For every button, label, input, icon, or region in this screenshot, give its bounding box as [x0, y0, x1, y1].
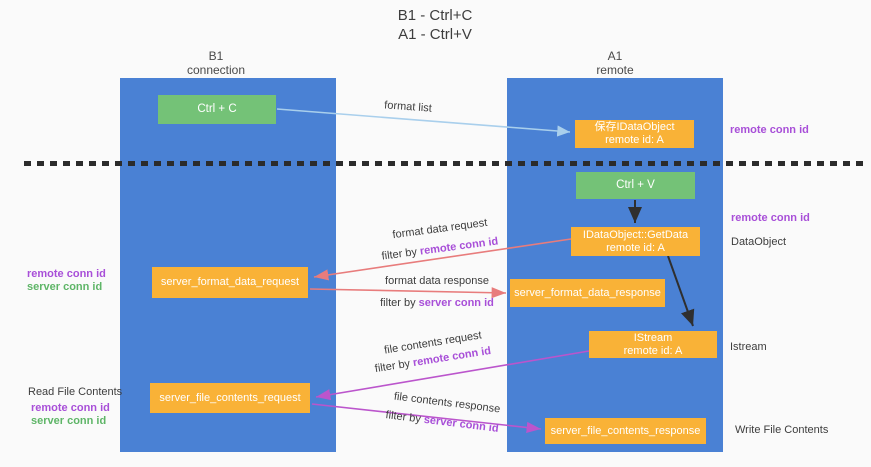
remote-conn-id-text: remote conn id	[419, 235, 499, 258]
filter-by-text: filter by	[374, 357, 411, 376]
remote-conn-id-label-left-2: remote conn id	[31, 402, 110, 414]
server-format-data-request-box: server_format_data_request	[152, 267, 308, 298]
lane-b1-subtitle: connection	[186, 63, 246, 77]
server-conn-id-label-left-2: server conn id	[31, 415, 107, 427]
lane-b1-name: B1	[208, 49, 224, 63]
istream-box: IStream remote id: A	[589, 331, 717, 358]
format-data-response-label: format data response	[385, 275, 489, 287]
ctrl-v-box: Ctrl + V	[576, 172, 695, 199]
server-conn-id-label-left-1: server conn id	[27, 281, 103, 293]
server-format-data-response-label: server_format_data_response	[514, 286, 661, 299]
remote-conn-id-label-left-1: remote conn id	[27, 268, 106, 280]
title-line-1: B1 - Ctrl+C	[397, 7, 473, 24]
server-file-contents-response-box: server_file_contents_response	[545, 418, 706, 444]
write-file-contents-label: Write File Contents	[735, 424, 829, 436]
lane-header-a1: A1 remote	[555, 49, 675, 77]
filter-by-text: filter by	[384, 409, 422, 426]
filter-by-text: filter by	[380, 246, 418, 263]
diagram-title: B1 - Ctrl+C A1 - Ctrl+V	[335, 6, 535, 44]
idataobject-getdata-box: IDataObject::GetData remote id: A	[571, 227, 700, 256]
remote-conn-id-label-right-2: remote conn id	[731, 212, 810, 224]
ctrl-c-label: Ctrl + C	[197, 103, 237, 115]
ctrl-c-box: Ctrl + C	[158, 95, 276, 124]
server-format-data-request-label: server_format_data_request	[160, 276, 300, 288]
server-file-contents-request-box: server_file_contents_request	[150, 383, 310, 413]
save-idataobject-box: 保存IDataObject remote id: A	[575, 120, 694, 148]
save-idataobject-line1: 保存IDataObject	[594, 121, 675, 133]
lane-a1-subtitle: remote	[596, 63, 634, 77]
filter-by-server-conn-id-label-1: filter by server conn id	[357, 297, 517, 310]
phase-divider-dashed-line	[24, 161, 869, 166]
title-line-2: A1 - Ctrl+V	[398, 26, 472, 43]
getdata-line1: IDataObject::GetData	[582, 228, 689, 241]
lane-header-b1: B1 connection	[156, 49, 276, 77]
ctrl-v-label: Ctrl + V	[616, 179, 655, 191]
istream-line2: remote id: A	[623, 344, 683, 357]
server-file-contents-request-label: server_file_contents_request	[159, 391, 301, 404]
server-conn-id-text: server conn id	[418, 297, 494, 309]
remote-conn-id-label-right-1: remote conn id	[730, 124, 809, 136]
dataobject-label: DataObject	[731, 236, 787, 248]
server-conn-id-text: server conn id	[423, 413, 500, 435]
istream-line1: IStream	[633, 331, 673, 344]
read-file-contents-label: Read File Contents	[28, 386, 123, 398]
format-list-label: format list	[383, 99, 433, 115]
server-file-contents-response-label: server_file_contents_response	[550, 424, 701, 437]
lane-a1-name: A1	[607, 49, 623, 63]
istream-label: Istream	[730, 341, 767, 353]
server-format-data-response-box: server_format_data_response	[510, 279, 665, 307]
save-idataobject-line2: remote id: A	[605, 134, 664, 146]
filter-by-text: filter by	[380, 297, 416, 309]
getdata-line2: remote id: A	[606, 241, 665, 254]
format-data-response-arrow	[309, 287, 507, 299]
